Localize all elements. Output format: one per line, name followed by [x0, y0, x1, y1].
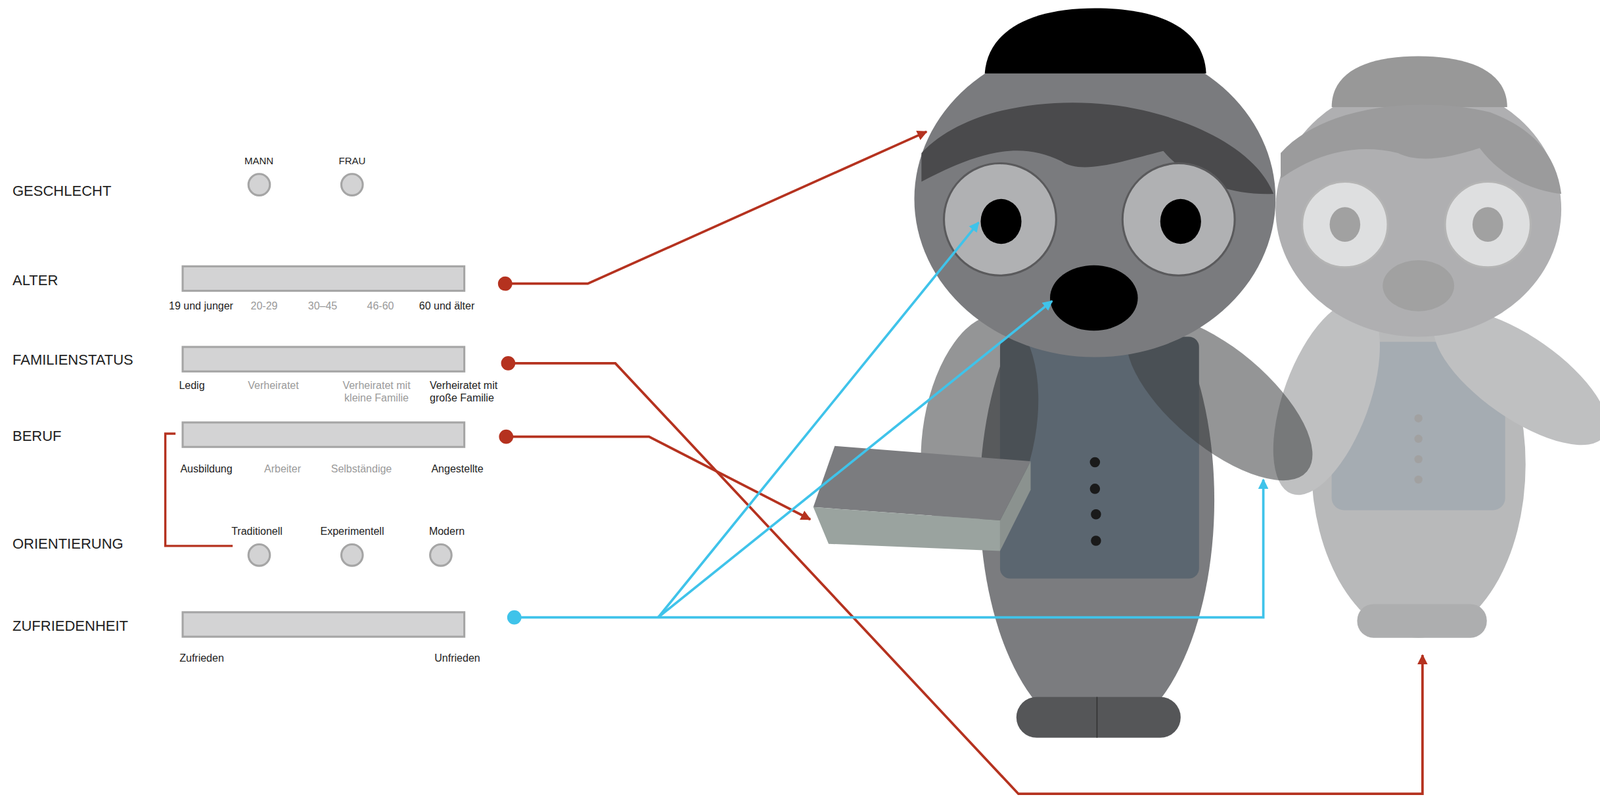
scale-label: Selbständige — [331, 462, 393, 476]
field-label: GESCHLECHT — [12, 182, 112, 200]
scale-label: Ausbildung — [180, 462, 232, 476]
field-label: ALTER — [12, 272, 58, 290]
scale-label: 30–45 — [308, 299, 338, 313]
scale-label: Verheiratet — [247, 379, 299, 392]
radio-label: Experimentell — [320, 525, 385, 538]
scale-label: Unfrieden — [434, 651, 480, 665]
scale-label: 60 und älter — [419, 299, 476, 313]
main-figure — [813, 7, 1339, 738]
scale-label: Ledig — [178, 379, 205, 392]
scale-label: Arbeiter — [264, 462, 301, 476]
leader-dots — [498, 276, 522, 625]
field-label: FAMILIENSTATUS — [12, 351, 134, 369]
field-label: ZUFRIEDENHEIT — [12, 617, 129, 635]
leader-lines — [505, 131, 1423, 794]
scale-label: 19 und junger — [168, 299, 234, 313]
scale-label: Verheiratet mit kleine Familie — [330, 379, 423, 405]
radio-label: Traditionell — [231, 525, 283, 538]
radio-label: MANN — [244, 155, 274, 167]
radio-label: FRAU — [339, 155, 366, 167]
form-controls — [182, 174, 465, 637]
radio-label: Modern — [429, 525, 465, 538]
scale-label: 46-60 — [367, 299, 395, 313]
bracket — [165, 433, 233, 547]
field-label: ORIENTIERUNG — [12, 535, 124, 553]
scale-label: Verheiratet mit große Familie — [429, 379, 512, 405]
scale-label: Angestellte — [431, 462, 483, 476]
ghost-figure — [1251, 55, 1600, 638]
scale-label: 20-29 — [251, 299, 278, 313]
field-label: BERUF — [12, 427, 62, 445]
scale-label: Zufrieden — [179, 651, 225, 665]
